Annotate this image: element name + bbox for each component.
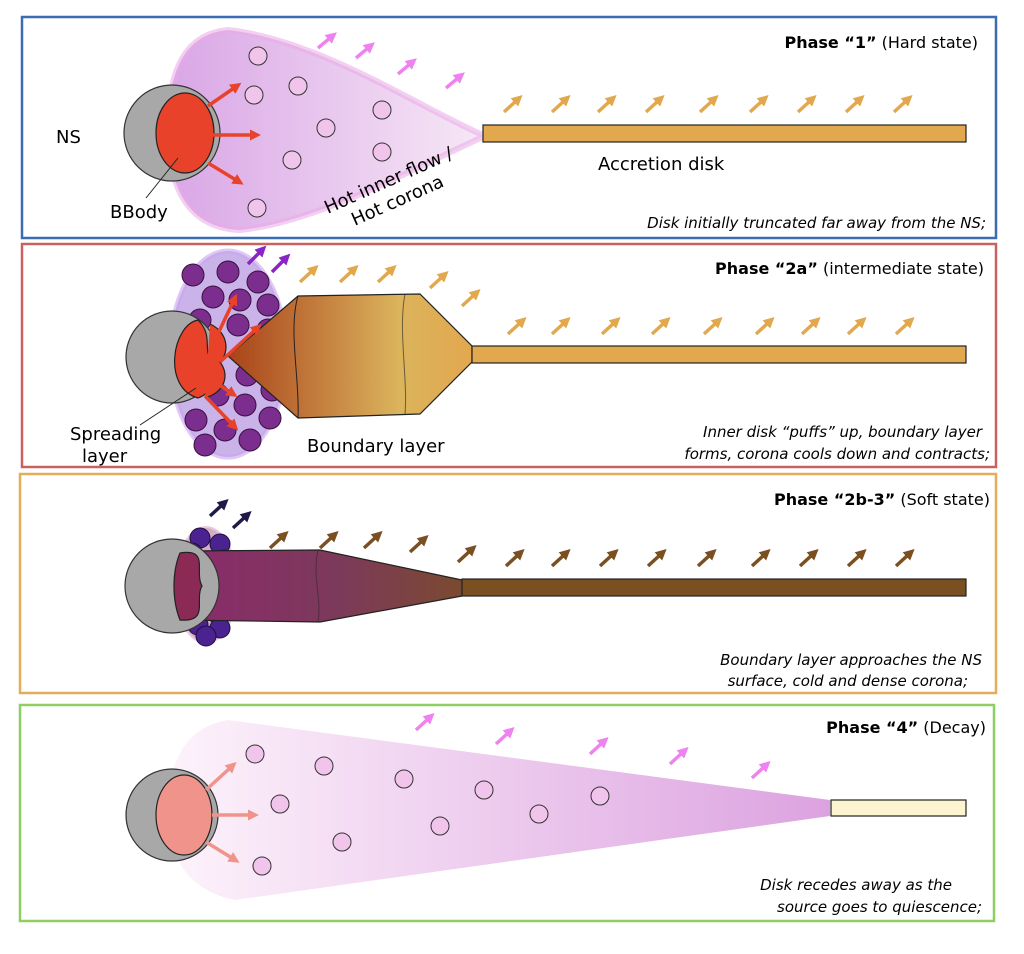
- photon-arrow-icon: [502, 94, 913, 114]
- phase-2a-caption-2: forms, corona cools down and contracts;: [684, 445, 990, 463]
- photon-arrow-icon: [268, 530, 915, 568]
- photon-arrow-icon: [207, 82, 261, 185]
- phase-1-caption: Disk initially truncated far away from t…: [647, 214, 986, 232]
- neutron-star-icon: [125, 768, 219, 862]
- neutron-star-icon: [124, 538, 220, 634]
- phase-4-caption-2: source goes to quiescence;: [777, 898, 982, 916]
- phase-2b-caption-2: surface, cold and dense corona;: [728, 672, 968, 690]
- phase-4-caption-1: Disk recedes away as the: [760, 876, 952, 894]
- spreading-label-line-2: layer: [82, 446, 128, 467]
- panel-phase-1: Phase “1” (Hard state) NS BBody Hot inne…: [20, 15, 998, 240]
- accretion-disk-label: Accretion disk: [598, 154, 725, 175]
- photon-arrow-icon: [203, 293, 262, 431]
- corona-blob-icon: [244, 46, 392, 218]
- neutron-star-icon: [125, 310, 227, 404]
- bbody-label: BBody: [110, 202, 168, 223]
- photon-arrow-icon: [204, 761, 259, 863]
- accretion-disk: [461, 578, 967, 597]
- panel-phase-2a: Phase “2a” (intermediate state) Spreadin…: [20, 242, 998, 469]
- photon-arrow-icon: [316, 32, 465, 90]
- phase-2a-title: Phase “2a” (intermediate state): [715, 259, 984, 278]
- ns-label: NS: [56, 127, 81, 148]
- phase-1-title: Phase “1” (Hard state): [784, 33, 978, 52]
- photon-arrow-icon: [208, 498, 252, 530]
- neutron-star-icon: [123, 84, 221, 182]
- corona-blob-icon: [245, 744, 610, 876]
- spreading-label-line-1: Spreading: [70, 424, 161, 445]
- panel-phase-2b: Phase “2b-3” (Soft state) Boundary layer…: [18, 472, 998, 695]
- phase-2a-caption-1: Inner disk “puffs” up, boundary layer: [703, 423, 983, 441]
- bbody-leader: [145, 157, 179, 199]
- phase-2b-title: Phase “2b-3” (Soft state): [774, 490, 990, 509]
- accretion-disk: [830, 799, 967, 817]
- photon-arrow-icon: [246, 245, 291, 274]
- accretion-disk: [482, 124, 967, 143]
- phase-2b-caption-1: Boundary layer approaches the NS: [720, 651, 982, 669]
- accretion-disk: [471, 345, 967, 364]
- photon-arrow-icon: [298, 264, 915, 336]
- hot-corona-cloud: [168, 720, 830, 900]
- panel-phase-4: Phase “4” (Decay) Disk recedes away as t…: [18, 703, 996, 923]
- phase-4-title: Phase “4” (Decay): [826, 718, 986, 737]
- boundary-layer-label: Boundary layer: [307, 436, 445, 457]
- photon-arrow-icon: [414, 712, 771, 780]
- spreading-leader: [139, 387, 197, 426]
